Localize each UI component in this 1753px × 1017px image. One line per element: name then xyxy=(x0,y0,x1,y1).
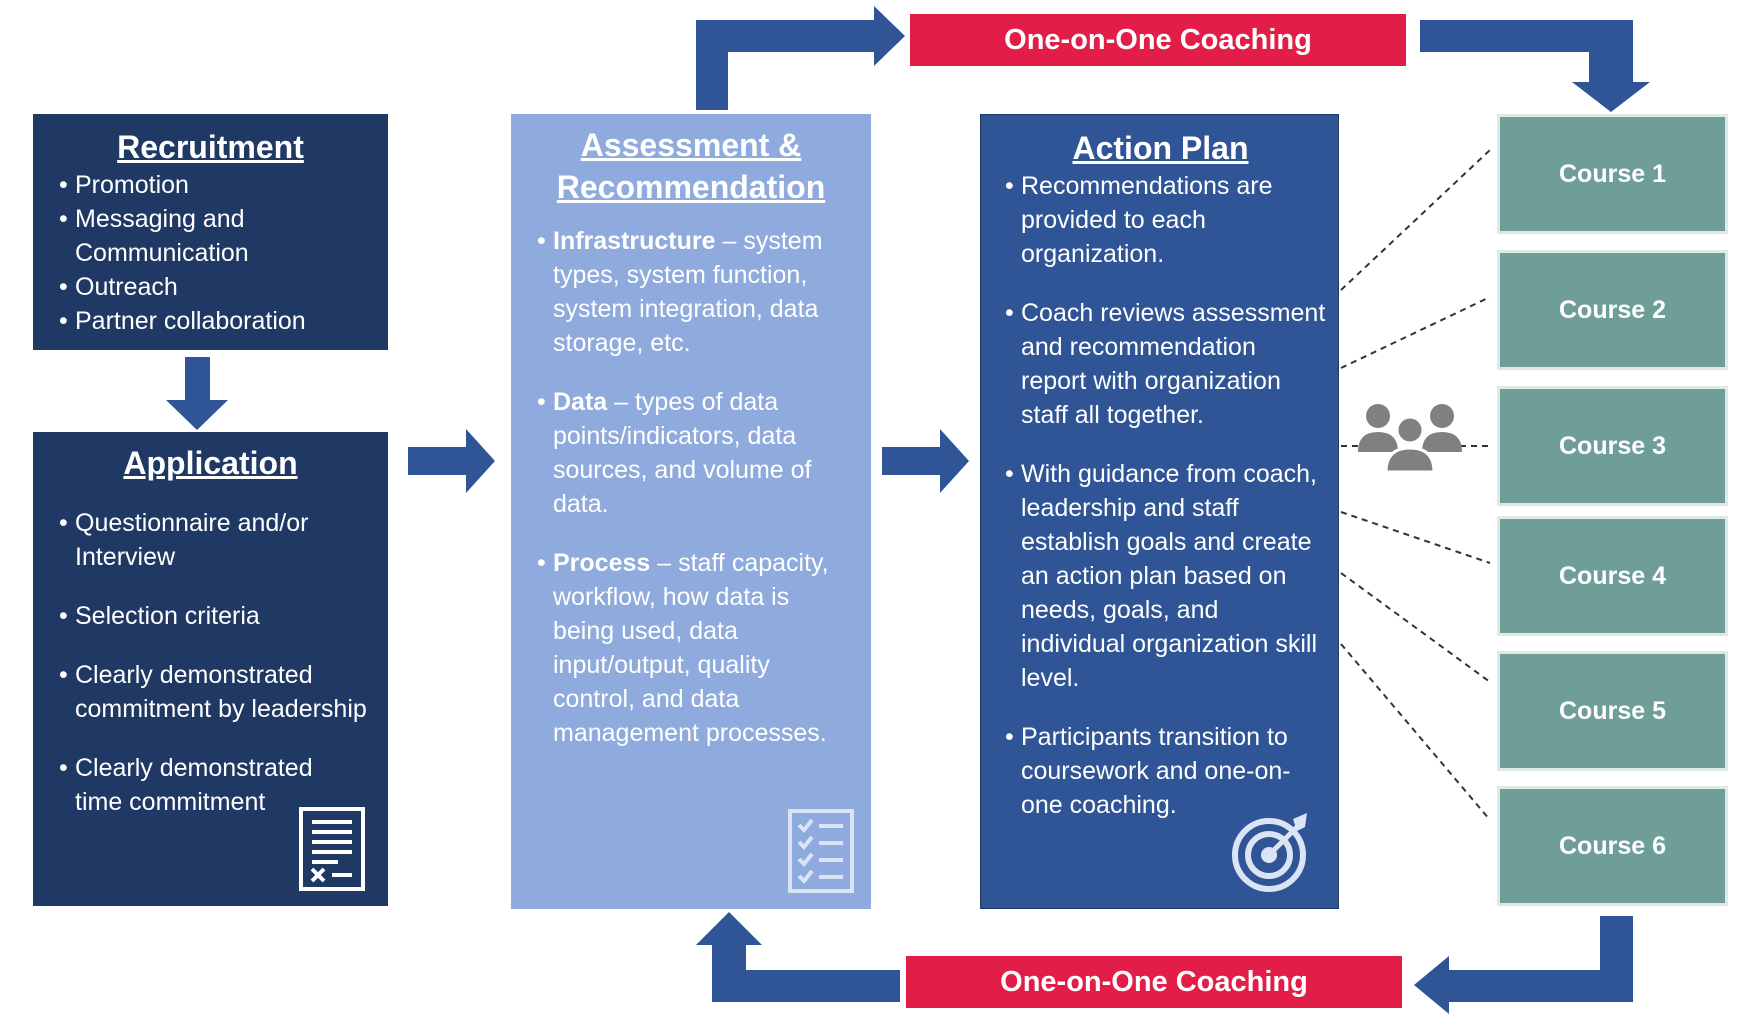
list-item: Questionnaire and/or Interview xyxy=(47,506,374,574)
dashed-connector xyxy=(1340,511,1491,564)
list-item: Clearly demonstrated time commitment xyxy=(47,751,374,819)
arrow-assessment-to-coaching-top xyxy=(696,6,905,110)
action-plan-title: Action Plan xyxy=(1072,130,1249,166)
arrow-courses-to-coaching-bottom xyxy=(1414,916,1633,1014)
list-item: Promotion xyxy=(47,168,374,202)
application-title: Application xyxy=(123,445,298,481)
application-list: Questionnaire and/or Interview Selection… xyxy=(47,506,374,819)
list-item: Coach reviews assessment and recommendat… xyxy=(993,296,1328,432)
list-item: Partner collaboration xyxy=(47,304,374,338)
coaching-bottom-banner: One-on-One Coaching xyxy=(906,956,1402,1008)
data-desc: – types of data points/indicators, data … xyxy=(553,388,812,518)
course-6-box: Course 6 xyxy=(1497,786,1728,906)
arrow-recruitment-to-application xyxy=(166,357,228,430)
arrow-assessment-to-action-plan xyxy=(882,429,969,493)
form-document-icon xyxy=(299,807,365,891)
target-icon xyxy=(1232,813,1307,892)
infrastructure-desc: – system types, system function, system … xyxy=(553,227,823,357)
action-plan-box: Action Plan Recommendations are provided… xyxy=(980,114,1339,909)
list-item: Infrastructure – system types, system fu… xyxy=(525,224,857,360)
assessment-title-line2: Recommendation xyxy=(556,169,826,205)
list-item: Clearly demonstrated commitment by leade… xyxy=(47,658,374,726)
course-3-box: Course 3 xyxy=(1497,386,1728,506)
process-desc: – staff capacity, workflow, how data is … xyxy=(553,549,829,747)
assessment-title-line1: Assessment & xyxy=(580,127,802,163)
course-5-box: Course 5 xyxy=(1497,651,1728,771)
checklist-icon xyxy=(788,809,854,893)
list-item: Outreach xyxy=(47,270,374,304)
list-item: Participants transition to coursework an… xyxy=(993,720,1328,822)
list-item: Process – staff capacity, workflow, how … xyxy=(525,546,857,750)
course-2-box: Course 2 xyxy=(1497,250,1728,370)
list-item: Recommendations are provided to each org… xyxy=(993,169,1328,271)
application-box: Application Questionnaire and/or Intervi… xyxy=(33,432,388,906)
recruitment-title: Recruitment xyxy=(117,129,304,165)
list-item: Messaging and Communication xyxy=(47,202,374,270)
dashed-connector xyxy=(1340,296,1491,369)
arrow-coaching-top-to-courses xyxy=(1420,20,1650,112)
people-group-icon xyxy=(1358,404,1462,474)
list-item: With guidance from coach, leadership and… xyxy=(993,457,1328,695)
assessment-box: Assessment & Recommendation Infrastructu… xyxy=(511,114,871,909)
process-term: Process xyxy=(553,549,651,577)
assessment-list: Infrastructure – system types, system fu… xyxy=(525,224,857,750)
course-1-box: Course 1 xyxy=(1497,114,1728,234)
dashed-connector xyxy=(1340,572,1491,683)
data-term: Data xyxy=(553,388,608,416)
arrow-application-to-assessment xyxy=(408,429,495,493)
arrow-coaching-bottom-to-assessment xyxy=(696,912,900,1002)
dashed-connector xyxy=(1340,149,1491,291)
list-item: Selection criteria xyxy=(47,599,374,633)
action-plan-list: Recommendations are provided to each org… xyxy=(993,169,1328,822)
infrastructure-term: Infrastructure xyxy=(553,227,716,255)
list-item: Data – types of data points/indicators, … xyxy=(525,385,857,521)
course-4-box: Course 4 xyxy=(1497,516,1728,636)
coaching-top-banner: One-on-One Coaching xyxy=(910,14,1406,66)
dashed-connector xyxy=(1340,643,1491,821)
recruitment-box: Recruitment Promotion Messaging and Comm… xyxy=(33,114,388,350)
recruitment-list: Promotion Messaging and Communication Ou… xyxy=(47,168,374,338)
